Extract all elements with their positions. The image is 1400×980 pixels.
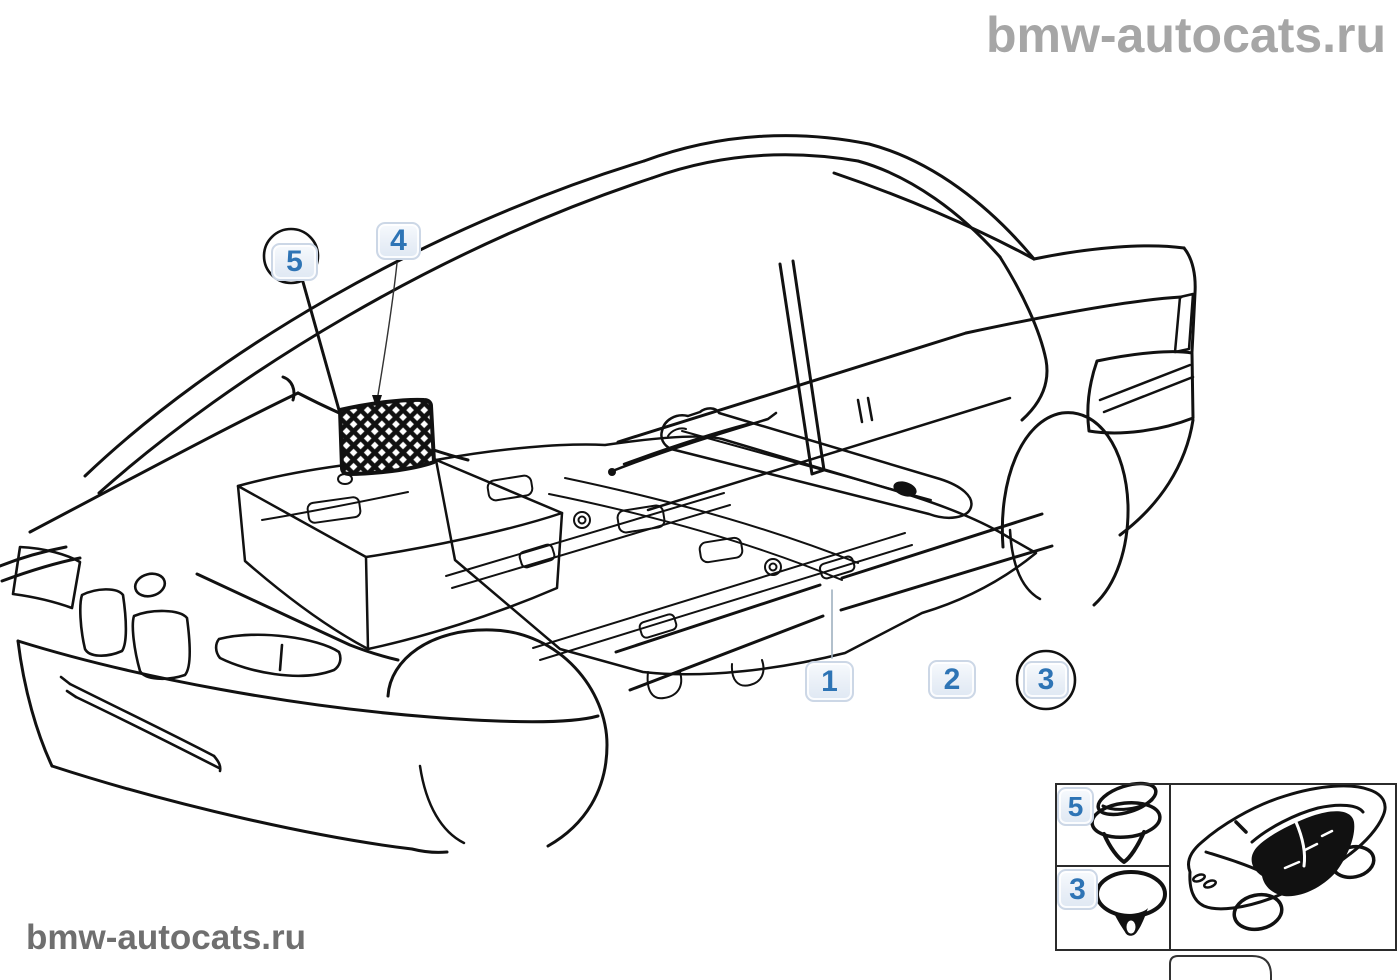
watermark-top-right: bmw-autocats.ru: [986, 7, 1387, 63]
watermark-bottom-left: bmw-autocats.ru: [26, 918, 307, 957]
callout-circle-3: [1015, 649, 1077, 711]
front-fascia: [11, 545, 600, 854]
leader-line-5: [301, 280, 341, 412]
insulation-pad: [338, 397, 436, 476]
legend-cell-thumbnail[interactable]: [1171, 785, 1395, 949]
callout-badge-5[interactable]: 5: [271, 243, 318, 281]
legend-cell-clip-5[interactable]: 5: [1057, 785, 1169, 867]
legend-cell-clip-3[interactable]: 3: [1057, 867, 1169, 949]
callout-badge-4[interactable]: 4: [376, 222, 421, 260]
leader-arrow-4: [372, 395, 382, 410]
location-thumbnail: [1187, 784, 1387, 932]
leader-line-4: [376, 262, 398, 402]
inset-badge-5[interactable]: 5: [1057, 787, 1094, 826]
callout-badge-3[interactable]: 3: [1023, 661, 1069, 699]
callout-circle-5: [262, 227, 320, 285]
callout-badge-2[interactable]: 2: [928, 660, 976, 699]
floor-covering-parts: [236, 407, 1038, 700]
legend-inset-left-column: 5 3: [1057, 785, 1171, 949]
legend-inset: 5 3: [1055, 783, 1397, 951]
callout-graphics: [262, 227, 1077, 711]
inset-badge-3[interactable]: 3: [1057, 869, 1098, 910]
partial-cell-outline: [1169, 955, 1272, 980]
callout-badge-1[interactable]: 1: [805, 661, 854, 702]
car-body-outline: [0, 134, 1197, 848]
clip-5-drawing: [1090, 781, 1162, 864]
